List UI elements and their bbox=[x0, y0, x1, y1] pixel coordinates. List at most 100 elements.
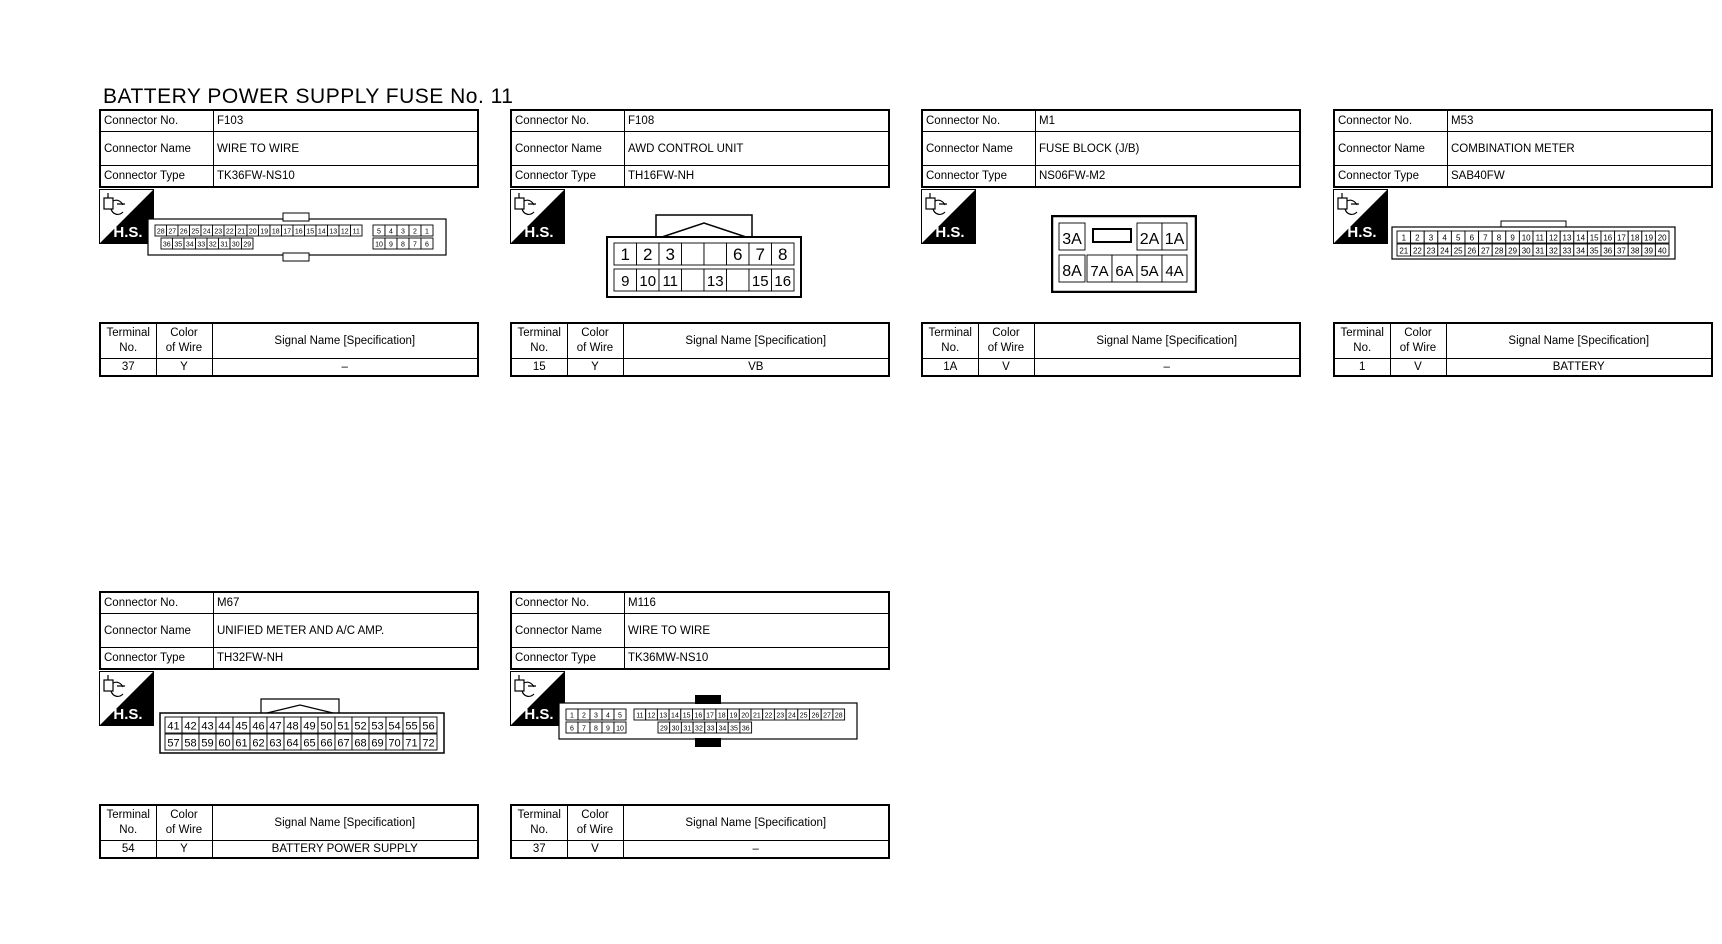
pin-label: 1 bbox=[570, 713, 574, 720]
pin-cell bbox=[419, 733, 438, 751]
pin-label: 64 bbox=[286, 737, 298, 749]
pin-label: 26 bbox=[180, 229, 188, 236]
pin-label: 19 bbox=[1644, 233, 1653, 242]
connector-info-table: Connector No. M53 Connector Name COMBINA… bbox=[1333, 109, 1713, 188]
connector-name-label: Connector Name bbox=[510, 131, 625, 166]
pin-label: 17 bbox=[1617, 233, 1626, 242]
connector-lock bbox=[282, 252, 310, 262]
pin-label: 22 bbox=[765, 713, 773, 720]
pin-label: 11 bbox=[662, 273, 678, 290]
pin-label: 29 bbox=[660, 726, 668, 733]
pin-label: 22 bbox=[226, 229, 234, 236]
pin-label: 56 bbox=[422, 720, 434, 732]
connector-type-label: Connector Type bbox=[1333, 165, 1448, 188]
pin-label: 2A bbox=[1140, 231, 1160, 248]
harness-side-icon: H.S. bbox=[510, 189, 565, 244]
pin-label: 25 bbox=[1454, 246, 1463, 255]
pin-label: 3 bbox=[594, 713, 598, 720]
pin-label: 4A bbox=[1165, 263, 1183, 280]
pin-label: 27 bbox=[1481, 246, 1490, 255]
pin-label: 7 bbox=[413, 242, 417, 249]
pin-label: 32 bbox=[1549, 246, 1558, 255]
pin-label: 26 bbox=[1467, 246, 1476, 255]
connector-type-value: TK36FW-NS10 bbox=[213, 165, 479, 188]
pin-cell bbox=[420, 237, 434, 250]
pin-cell bbox=[1111, 254, 1138, 283]
wire-color-value: V bbox=[977, 358, 1035, 377]
pin-cell bbox=[1058, 254, 1086, 283]
pin-label: 33 bbox=[1563, 246, 1572, 255]
pin-label: 50 bbox=[320, 720, 332, 732]
connector-lock bbox=[282, 212, 310, 222]
hs-label: H.S. bbox=[1347, 224, 1376, 241]
connector-lock bbox=[695, 695, 721, 704]
connector-no-value: M116 bbox=[624, 591, 890, 614]
pin-label: 29 bbox=[243, 242, 251, 249]
table-row: 37 Y – bbox=[99, 358, 479, 377]
pin-label: 10 bbox=[1522, 233, 1531, 242]
pin-label: 23 bbox=[214, 229, 222, 236]
signal-name-value: – bbox=[211, 358, 479, 377]
pin-label: 8A bbox=[1062, 263, 1082, 280]
connector-type-label: Connector Type bbox=[99, 647, 214, 670]
table-row: 54 Y BATTERY POWER SUPPLY bbox=[99, 840, 479, 859]
pin-label: 54 bbox=[388, 720, 400, 732]
signal-name-value: – bbox=[1033, 358, 1301, 377]
pin-cell bbox=[832, 708, 846, 721]
hs-label: H.S. bbox=[113, 706, 142, 723]
pin-label: 10 bbox=[639, 273, 656, 290]
pin-label: 44 bbox=[218, 720, 230, 732]
pin-label: 31 bbox=[220, 242, 228, 249]
pin-cell bbox=[420, 224, 434, 237]
pin-label: 13 bbox=[329, 229, 337, 236]
pin-label: 25 bbox=[191, 229, 199, 236]
page-title: BATTERY POWER SUPPLY FUSE No. 11 bbox=[103, 85, 514, 108]
pin-label: 3 bbox=[666, 245, 675, 264]
pin-label: 52 bbox=[354, 720, 366, 732]
pin-label: 18 bbox=[718, 713, 726, 720]
connector-info-table: Connector No. M1 Connector Name FUSE BLO… bbox=[921, 109, 1301, 188]
pin-label: 3 bbox=[401, 229, 405, 236]
pin-label: 2 bbox=[643, 245, 652, 264]
pin-label: 63 bbox=[269, 737, 281, 749]
connector-lock bbox=[1500, 220, 1567, 227]
pin-label: 26 bbox=[811, 713, 819, 720]
connector-name-label: Connector Name bbox=[1333, 131, 1448, 166]
pin-cell bbox=[1654, 230, 1670, 244]
pin-label: 7 bbox=[582, 726, 586, 733]
pin-label: 17 bbox=[283, 229, 291, 236]
table-row: 1A V – bbox=[921, 358, 1301, 377]
connector-block-f103: Connector No. F103 Connector Name WIRE T… bbox=[99, 109, 479, 377]
pin-label: 12 bbox=[341, 229, 349, 236]
connector-block-m53: Connector No. M53 Connector Name COMBINA… bbox=[1333, 109, 1713, 377]
pin-label: 1 bbox=[621, 245, 630, 264]
pin-label: 30 bbox=[1522, 246, 1531, 255]
pin-label: 21 bbox=[1399, 246, 1408, 255]
connector-name-label: Connector Name bbox=[921, 131, 1036, 166]
pin-cell bbox=[1654, 243, 1670, 257]
pin-label: 24 bbox=[1440, 246, 1449, 255]
pin-label: 7 bbox=[1483, 233, 1488, 242]
terminal-no-value: 54 bbox=[99, 840, 157, 859]
pin-label: 20 bbox=[741, 713, 749, 720]
pin-label: 38 bbox=[1631, 246, 1640, 255]
pin-label: 15 bbox=[306, 229, 314, 236]
pin-label: 71 bbox=[405, 737, 417, 749]
pin-cell bbox=[241, 237, 254, 250]
terminal-no-value: 37 bbox=[510, 840, 568, 859]
connector-hand-icon bbox=[1337, 193, 1359, 215]
signal-name-header: Signal Name [Specification] bbox=[1033, 322, 1301, 359]
pin-label: 2 bbox=[582, 713, 586, 720]
pin-label: 58 bbox=[184, 737, 196, 749]
connector-housing bbox=[147, 218, 447, 256]
pin-label: 14 bbox=[671, 713, 679, 720]
pin-label: 19 bbox=[730, 713, 738, 720]
pin-label: 24 bbox=[788, 713, 796, 720]
pin-label: 8 bbox=[1497, 233, 1502, 242]
pin-label: 36 bbox=[742, 726, 750, 733]
